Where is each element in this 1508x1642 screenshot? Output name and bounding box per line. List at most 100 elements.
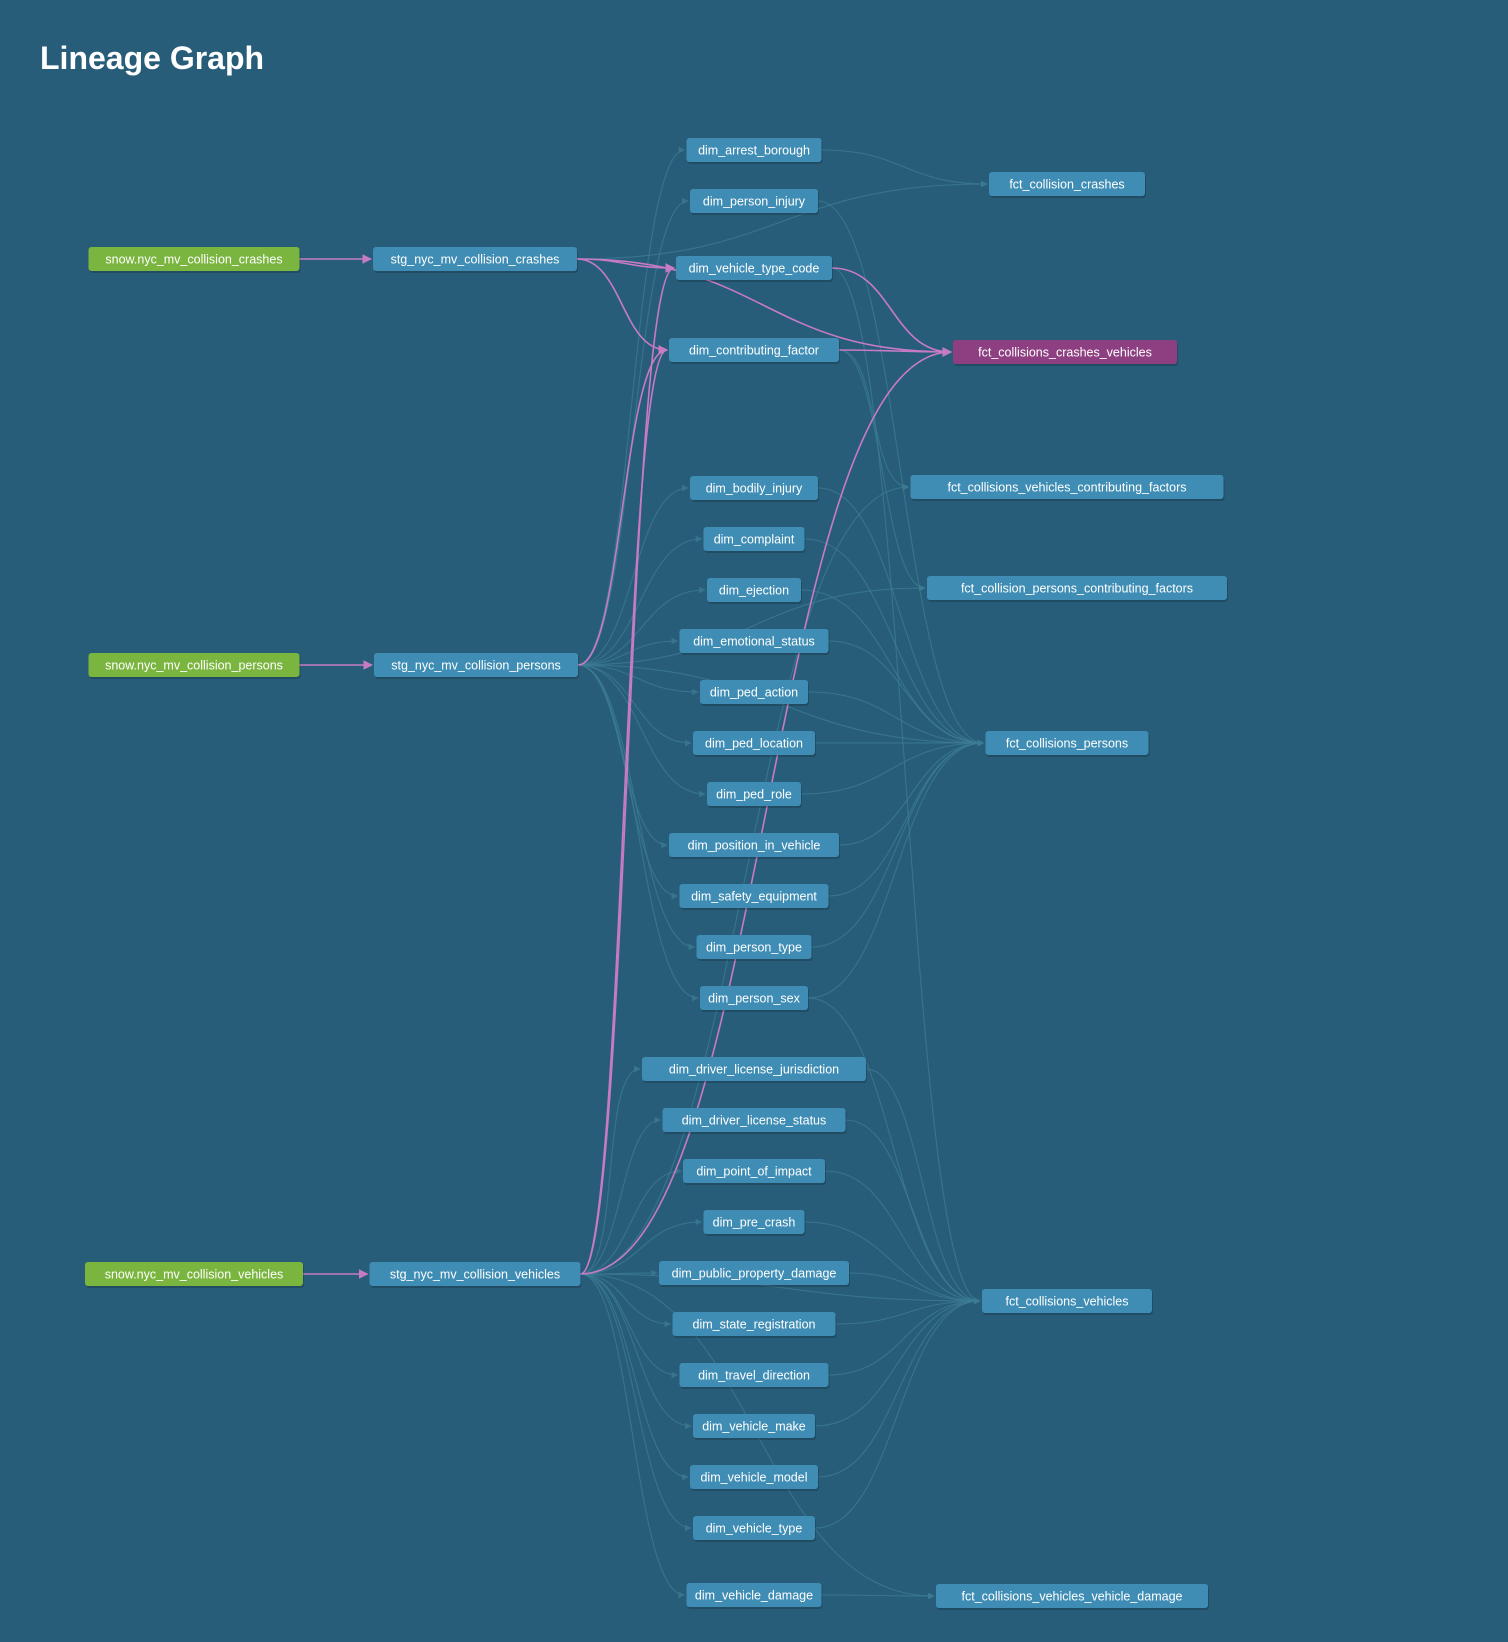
edge-stg-persons-to-dim-emotional-status [577, 637, 679, 666]
node-label: dim_public_property_damage [672, 1267, 837, 1281]
edge-dim-emotional-status-to-fct-collisions-persons [828, 640, 985, 747]
node-dim-ped-action[interactable]: dim_ped_action [700, 680, 809, 706]
node-label: fct_collision_crashes [1009, 178, 1124, 192]
node-dim-pre-crash[interactable]: dim_pre_crash [703, 1210, 806, 1236]
edge-stg-vehicles-to-dim-contributing-factor [580, 345, 668, 1275]
node-label: dim_contributing_factor [689, 344, 819, 358]
node-dim-person-type[interactable]: dim_person_type [696, 935, 813, 961]
node-fct-collisions-vehicles[interactable]: fct_collisions_vehicles [982, 1289, 1153, 1315]
edge-stg-persons-to-dim-safety-equipment [577, 664, 679, 900]
edges-highlighted [299, 254, 952, 1279]
edge-dim-person-type-to-fct-collisions-persons [811, 739, 985, 948]
node-label: fct_collisions_crashes_vehicles [978, 346, 1152, 360]
node-stg-crashes[interactable]: stg_nyc_mv_collision_crashes [373, 247, 578, 273]
node-label: dim_driver_license_status [682, 1114, 827, 1128]
edge-dim-safety-equipment-to-fct-collisions-persons [828, 739, 985, 897]
edge-dim-position-in-vehicle-to-fct-collisions-persons [838, 739, 985, 846]
edge-dim-person-sex-to-fct-collisions-persons [807, 739, 985, 999]
node-fct-collisions-persons[interactable]: fct_collisions_persons [985, 731, 1150, 757]
edge-stg-vehicles-to-dim-travel-direction [580, 1273, 679, 1379]
node-box [374, 653, 578, 677]
node-label: fct_collisions_vehicles_vehicle_damage [962, 1590, 1183, 1604]
node-box [989, 172, 1145, 196]
node-dim-vehicle-damage[interactable]: dim_vehicle_damage [686, 1583, 823, 1609]
node-stg-vehicles[interactable]: stg_nyc_mv_collision_vehicles [369, 1262, 582, 1288]
node-label: dim_state_registration [693, 1318, 816, 1332]
edge-stg-vehicles-to-dim-vehicle-type [580, 1273, 692, 1532]
node-dim-vehicle-type[interactable]: dim_vehicle_type [693, 1516, 816, 1542]
node-label: dim_position_in_vehicle [688, 839, 821, 853]
edge-stg-vehicles-to-dim-state-registration [580, 1273, 672, 1328]
node-dim-driver-license-jurisdiction[interactable]: dim_driver_license_jurisdiction [642, 1057, 867, 1083]
node-dim-ped-location[interactable]: dim_ped_location [693, 731, 816, 757]
node-dim-bodily-injury[interactable]: dim_bodily_injury [690, 476, 819, 502]
node-dim-position-in-vehicle[interactable]: dim_position_in_vehicle [669, 833, 840, 859]
node-fct-collision-persons-contributing-factors[interactable]: fct_collision_persons_contributing_facto… [927, 576, 1228, 602]
node-label: fct_collision_persons_contributing_facto… [961, 582, 1193, 596]
node-label: stg_nyc_mv_collision_crashes [391, 253, 560, 267]
node-box [690, 1465, 818, 1489]
node-stg-persons[interactable]: stg_nyc_mv_collision_persons [374, 653, 579, 679]
edge-stg-crashes-to-fct-collision-crashes [576, 180, 988, 260]
node-box [659, 1261, 849, 1285]
node-box [679, 1363, 829, 1387]
node-dim-person-sex[interactable]: dim_person_sex [700, 986, 809, 1012]
edge-stg-persons-to-dim-complaint [577, 535, 703, 666]
node-label: dim_ped_location [705, 737, 803, 751]
node-label: dim_vehicle_make [702, 1420, 806, 1434]
node-box [985, 731, 1149, 755]
node-fct-collision-crashes[interactable]: fct_collision_crashes [989, 172, 1146, 198]
node-dim-vehicle-model[interactable]: dim_vehicle_model [690, 1465, 819, 1491]
node-dim-complaint[interactable]: dim_complaint [703, 527, 806, 553]
node-dim-person-injury[interactable]: dim_person_injury [690, 189, 819, 215]
edge-dim-person-injury-to-fct-collisions-persons [817, 200, 985, 747]
node-dim-point-of-impact[interactable]: dim_point_of_impact [683, 1159, 826, 1185]
node-dim-vehicle-type-code[interactable]: dim_vehicle_type_code [676, 256, 833, 282]
node-dim-vehicle-make[interactable]: dim_vehicle_make [693, 1414, 816, 1440]
node-fct-collisions-vehicles-vehicle-damage[interactable]: fct_collisions_vehicles_vehicle_damage [936, 1584, 1209, 1610]
node-dim-public-property-damage[interactable]: dim_public_property_damage [659, 1261, 850, 1287]
node-label: dim_ped_action [710, 686, 798, 700]
edge-stg-vehicles-to-dim-vehicle-make [580, 1273, 692, 1430]
edge-stg-persons-to-dim-person-type [577, 664, 696, 951]
node-src-vehicles[interactable]: snow.nyc_mv_collision_vehicles [85, 1262, 304, 1288]
node-label: dim_safety_equipment [691, 890, 817, 904]
node-dim-arrest-borough[interactable]: dim_arrest_borough [686, 138, 823, 164]
node-dim-ejection[interactable]: dim_ejection [707, 578, 802, 604]
edge-dim-driver-license-status-to-fct-collisions-vehicles [845, 1119, 981, 1305]
edge-stg-persons-to-dim-person-injury [577, 197, 689, 666]
node-box [676, 256, 832, 280]
edge-stg-vehicles-to-fct-collisions-crashes-vehicles [580, 347, 952, 1275]
node-dim-travel-direction[interactable]: dim_travel_direction [679, 1363, 830, 1389]
nodes-layer: snow.nyc_mv_collision_crashes snow.nyc_mv… [85, 138, 1228, 1610]
node-dim-safety-equipment[interactable]: dim_safety_equipment [679, 884, 830, 910]
node-box [703, 527, 805, 551]
edge-stg-vehicles-to-dim-driver-license-jurisdiction [580, 1065, 641, 1275]
page-title: Lineage Graph [40, 40, 265, 76]
node-label: dim_vehicle_damage [695, 1589, 813, 1603]
node-box [707, 578, 801, 602]
node-box [88, 653, 300, 677]
node-label: snow.nyc_mv_collision_vehicles [105, 1268, 284, 1282]
node-src-persons[interactable]: snow.nyc_mv_collision_persons [88, 653, 301, 679]
edge-stg-vehicles-to-dim-vehicle-type-code [580, 263, 675, 1275]
edge-stg-persons-to-dim-person-sex [577, 664, 699, 1002]
node-dim-ped-role[interactable]: dim_ped_role [707, 782, 802, 808]
edge-dim-travel-direction-to-fct-collisions-vehicles [828, 1297, 981, 1376]
node-label: stg_nyc_mv_collision_vehicles [390, 1268, 560, 1282]
node-dim-emotional-status[interactable]: dim_emotional_status [679, 629, 830, 655]
node-label: fct_collisions_persons [1006, 737, 1128, 751]
node-fct-collisions-crashes-vehicles[interactable]: fct_collisions_crashes_vehicles [953, 340, 1178, 366]
edge-stg-persons-to-dim-ejection [577, 586, 706, 666]
node-src-crashes[interactable]: snow.nyc_mv_collision_crashes [88, 247, 301, 273]
node-box [700, 680, 808, 704]
node-fct-collisions-vehicles-contributing-factors[interactable]: fct_collisions_vehicles_contributing_fac… [910, 475, 1225, 501]
node-box [679, 884, 829, 908]
node-label: dim_travel_direction [698, 1369, 810, 1383]
edge-dim-arrest-borough-to-fct-collision-crashes [821, 149, 988, 188]
node-dim-contributing-factor[interactable]: dim_contributing_factor [669, 338, 840, 364]
node-dim-driver-license-status[interactable]: dim_driver_license_status [662, 1108, 847, 1134]
edge-stg-persons-to-dim-bodily-injury [577, 484, 689, 666]
node-dim-state-registration[interactable]: dim_state_registration [672, 1312, 837, 1338]
